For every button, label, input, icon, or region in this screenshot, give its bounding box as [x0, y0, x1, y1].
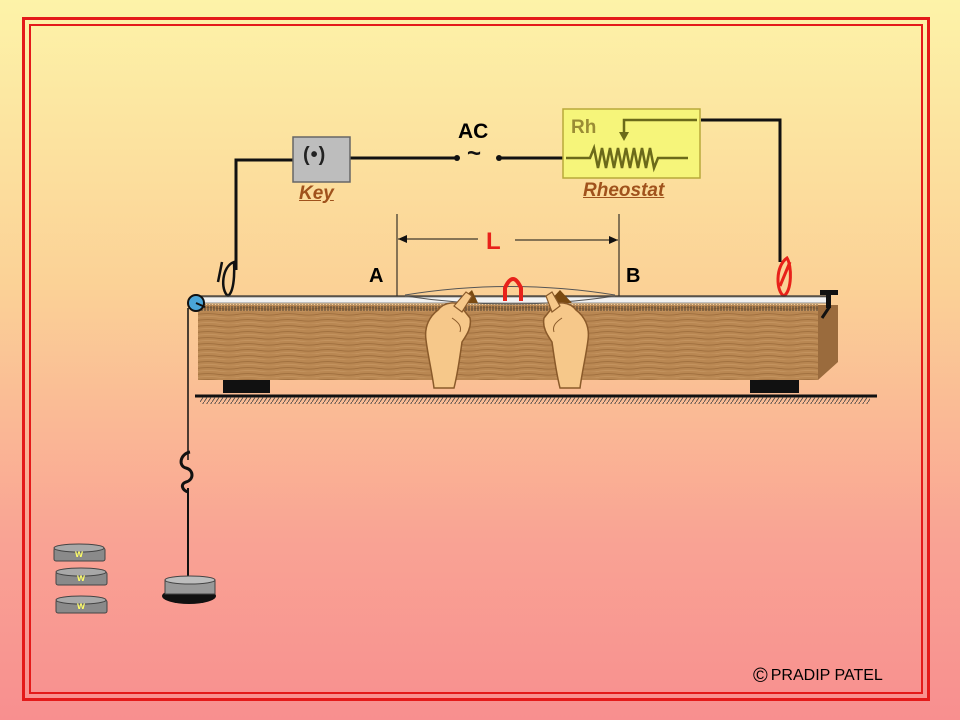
left-clip [216, 260, 236, 298]
rheostat-label: Rheostat [583, 180, 665, 201]
slotted-weights [53, 543, 108, 614]
point-b-label: B [626, 265, 641, 287]
slider-arrow [619, 132, 629, 141]
copyright-notice: ©PRADIP PATEL [753, 663, 883, 687]
weight-label-3: w [77, 601, 85, 612]
inner-frame [29, 24, 923, 694]
tuning-peg [820, 290, 838, 319]
pulley [187, 294, 206, 312]
right-foot [750, 380, 799, 393]
resistor-zigzag [566, 143, 688, 173]
circuit-wires [234, 118, 782, 270]
right-clip [776, 255, 792, 298]
key-symbol-icon: (•) [303, 144, 327, 166]
weight-hanger [162, 308, 216, 604]
sonometer-box [195, 295, 877, 404]
vibrating-wire [404, 277, 616, 305]
weight-label-1: w [75, 549, 83, 560]
right-hand [542, 291, 590, 389]
left-hand [424, 291, 473, 389]
ac-source [454, 155, 502, 161]
rheostat-box [562, 108, 701, 179]
key-box [292, 136, 351, 183]
ac-label: AC [458, 120, 489, 143]
key-label: Key [299, 183, 334, 204]
weight-label-2: w [77, 573, 85, 584]
copyright-symbol: © [753, 665, 768, 687]
outer-frame [22, 17, 930, 701]
scale-strip [197, 296, 829, 304]
scale-ticks [198, 304, 818, 311]
horseshoe-magnet [503, 277, 523, 301]
rh-label: Rh [571, 117, 597, 138]
ac-symbol: ~ [467, 140, 482, 167]
copyright-text: PRADIP PATEL [770, 667, 883, 684]
length-label: L [486, 228, 501, 255]
length-marker [396, 214, 620, 296]
point-a-label: A [369, 265, 384, 287]
left-foot [223, 380, 270, 393]
